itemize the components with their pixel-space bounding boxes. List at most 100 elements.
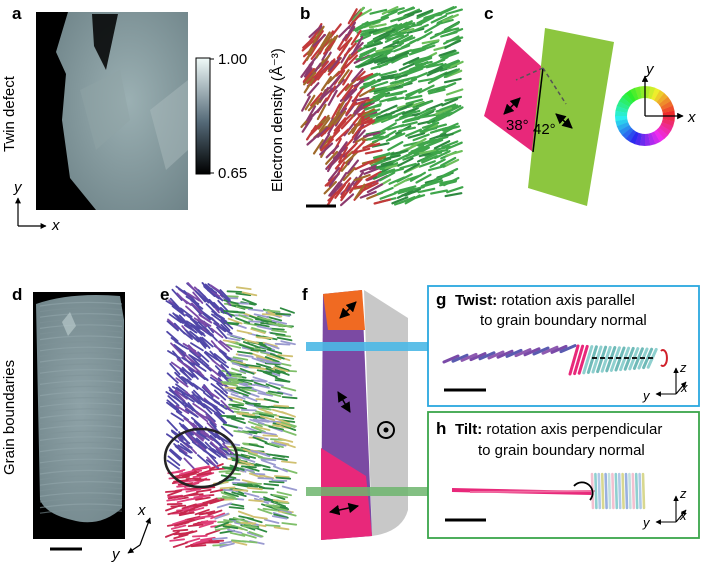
rod [203,399,218,409]
rod [387,42,404,52]
rod [266,354,282,361]
lattice-stripe [39,419,123,425]
rod [301,38,316,52]
rod [250,328,266,335]
rod [360,52,378,62]
rod [443,68,460,79]
twin-schematic: 38° 42° [484,28,614,206]
rod [214,521,230,529]
rod [380,56,398,65]
rod [257,508,273,515]
rod [324,36,337,52]
wheel-segment [658,96,671,107]
rod [352,103,366,118]
rod [182,342,197,352]
rod [342,167,356,182]
rod [388,176,406,185]
lattice-stripe [39,391,123,397]
rod [393,177,410,188]
rod [271,441,287,447]
rod [345,21,356,38]
rod [177,444,192,454]
rod [175,410,190,421]
rod [271,515,288,520]
wheel-segment [648,132,656,146]
rod [264,342,280,350]
lattice-stripe [39,346,123,352]
rod [375,162,394,169]
rod [228,506,245,510]
rod [223,491,239,498]
rod [192,365,205,378]
rod [214,365,227,378]
rod [186,292,201,302]
rod [604,472,608,510]
rod [641,472,646,510]
rod [262,434,279,438]
wheel-segment [621,93,634,105]
rod [206,314,220,326]
rod [607,472,612,510]
rod [227,378,244,384]
rod [307,97,321,112]
rod [178,530,194,537]
rod [231,404,248,410]
rod [430,148,449,154]
rod [444,192,463,198]
rod [201,399,216,409]
rod [367,53,385,63]
rod [235,387,251,395]
rod [312,33,327,48]
lattice-stripe [39,402,123,408]
rod [418,16,435,26]
rod [409,62,427,71]
rod [441,97,459,107]
rod [195,538,211,544]
wheel-segment [661,118,675,127]
rod [327,112,340,128]
rod [312,139,324,155]
rod [190,342,204,352]
rod [192,362,207,372]
rod [416,9,434,18]
rod [170,524,187,530]
rod [350,29,362,46]
rod [199,336,211,349]
rod [185,329,198,341]
rod [172,541,188,548]
rod [428,165,446,172]
rod [256,336,273,340]
wheel-segment [662,110,675,116]
rod [251,387,267,395]
rod [230,393,246,400]
rod [335,99,346,116]
rod [193,494,210,499]
rod [388,111,405,120]
panel-h-axis-y: y [642,515,651,530]
rod [206,456,218,469]
rod [169,362,181,376]
orientation-rods-e [164,281,298,548]
rod [225,343,242,349]
rod [362,79,380,90]
rod [427,64,445,74]
lattice-stripe [39,335,123,341]
rod [280,386,297,392]
rod [241,533,257,539]
rod [313,25,325,42]
lattice-stripe [39,436,123,441]
rod [210,313,225,324]
rod [254,425,271,432]
rod [197,351,210,363]
rod [169,468,186,475]
rod [331,78,345,93]
rod [611,472,615,510]
rod [388,132,406,141]
rod [359,79,376,90]
rod [271,319,288,325]
rod [359,190,377,199]
rod [178,314,191,327]
rod [228,403,245,407]
rod [418,149,437,155]
rod [280,421,296,429]
